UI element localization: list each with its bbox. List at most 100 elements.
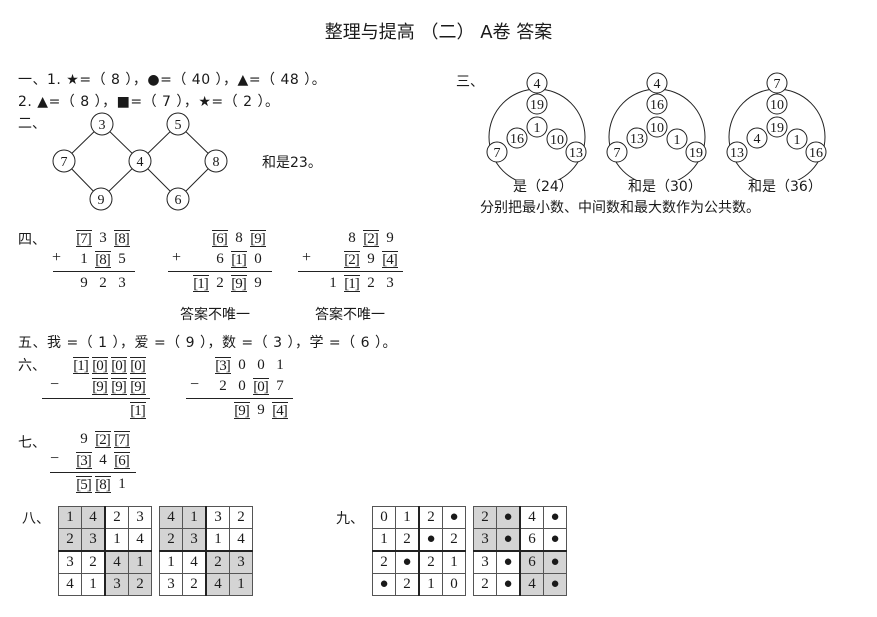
- grid-cell: 3: [81, 528, 106, 552]
- q3-number: 4: [754, 132, 761, 147]
- dot-cell: ●: [395, 550, 420, 574]
- answer-box: [0]: [253, 378, 269, 395]
- answer-box: [8]: [114, 230, 130, 247]
- grid-cell: 4: [182, 550, 207, 574]
- grid-cell: 2: [104, 506, 129, 529]
- operand-row: [6]8[9]: [190, 228, 266, 249]
- grid-cell: 2: [229, 506, 253, 529]
- sum-rule: [42, 398, 150, 399]
- operand-row: 9[2][7]: [73, 429, 130, 450]
- dot-cell: ●: [496, 573, 521, 596]
- operator-sign: +: [302, 249, 312, 266]
- answer-box: [1]: [344, 275, 360, 292]
- q3-number-circle: [805, 141, 827, 163]
- q3-number: 13: [630, 132, 644, 147]
- answer-box: [9]: [130, 378, 146, 395]
- grid-cell: 3: [473, 550, 497, 574]
- q3-number-circle: [746, 127, 768, 149]
- grid-cell: 1: [205, 528, 230, 552]
- grid-cell: 4: [229, 528, 253, 552]
- dot-cell: ●: [496, 550, 521, 574]
- q2-node-circle: [166, 112, 190, 136]
- q4-problem-2: [6]8[9]6[1]0[1]2[9]9: [190, 228, 266, 294]
- grid-cell: 2: [473, 573, 497, 596]
- operand-row: 6[1]0: [190, 249, 266, 270]
- digit: 2: [219, 378, 227, 394]
- q3-number: 13: [569, 146, 583, 161]
- sum-rule: [50, 472, 136, 473]
- grid-cell: 4: [81, 506, 106, 529]
- q3-number: 10: [770, 98, 784, 113]
- q2-node-circle: [90, 112, 114, 136]
- q3-number-circle: [486, 141, 508, 163]
- q3-number-circle: [606, 141, 628, 163]
- dot-cell: ●: [496, 506, 521, 529]
- grid-cell: 3: [159, 573, 183, 596]
- answer-box: [0]: [92, 357, 108, 374]
- grid-cell: 4: [58, 573, 82, 596]
- answer-box: [0]: [111, 357, 127, 374]
- answer-box: [1]: [130, 402, 146, 419]
- grid-cell: 4: [519, 506, 544, 529]
- digit: 0: [254, 251, 262, 267]
- grid-cell: 1: [159, 550, 183, 574]
- operand-row: 1[8]5: [73, 249, 130, 270]
- q1-line1: 一、1. ★=（ 8 ），●=（ 40 ），▲=（ 48 ）。: [18, 72, 327, 88]
- dot-cell: ●: [442, 506, 466, 529]
- grid-cell: 2: [159, 528, 183, 552]
- q2-node: 5: [175, 118, 182, 133]
- q3-caption-1: 是（24）: [513, 179, 573, 195]
- digit: 2: [367, 275, 375, 291]
- q3-number-circle: [766, 72, 788, 94]
- answer-box: [2]: [95, 431, 111, 448]
- q5-line: 五、我 =（ 1 ），爱 =（ 9 ），数 =（ 3 ），学 =（ 6 ）。: [18, 335, 397, 351]
- q3-number-circle: [546, 128, 568, 150]
- answer-box: [1]: [193, 275, 209, 292]
- q3-number-circle: [766, 93, 788, 115]
- q3-number: 7: [494, 146, 501, 161]
- digit: 9: [254, 275, 262, 291]
- q3-number: 7: [774, 77, 781, 92]
- operand-row: [1]2[9]9: [190, 273, 266, 294]
- q4-note-2: 答案不唯一: [315, 307, 385, 323]
- answer-box: [6]: [212, 230, 228, 247]
- answer-box: [2]: [344, 251, 360, 268]
- q4-label: 四、: [18, 232, 46, 248]
- operand-row: [7]3[8]: [73, 228, 130, 249]
- answer-box: [4]: [272, 402, 288, 419]
- q3-number-circle: [526, 116, 548, 138]
- answer-box: [7]: [76, 230, 92, 247]
- q4-note-1: 答案不唯一: [180, 307, 250, 323]
- grid-cell: 2: [395, 573, 420, 596]
- dot-cell: ●: [496, 528, 521, 552]
- dot-cell: ●: [543, 550, 567, 574]
- answer-box: [9]: [234, 402, 250, 419]
- q3-caption-3: 和是（36）: [748, 179, 822, 195]
- q3-label: 三、: [456, 74, 484, 90]
- sum-rule: [186, 398, 293, 399]
- grid-cell: 2: [395, 528, 420, 552]
- grid-cell: 1: [81, 573, 106, 596]
- digit: 0: [238, 378, 246, 394]
- digit: 3: [386, 275, 394, 291]
- answer-box: [9]: [92, 378, 108, 395]
- q3-number: 1: [674, 133, 681, 148]
- operand-row: [2]9[4]: [322, 249, 398, 270]
- digit: 9: [386, 230, 394, 246]
- q3-number: 16: [510, 132, 524, 147]
- q3-number: 1: [794, 133, 801, 148]
- q2-label: 二、: [18, 116, 46, 132]
- grid-cell: 2: [128, 573, 152, 596]
- digit: 6: [216, 251, 224, 267]
- q3-number: 19: [530, 98, 544, 113]
- operator-sign: +: [172, 249, 182, 266]
- operator-sign: −: [190, 376, 200, 393]
